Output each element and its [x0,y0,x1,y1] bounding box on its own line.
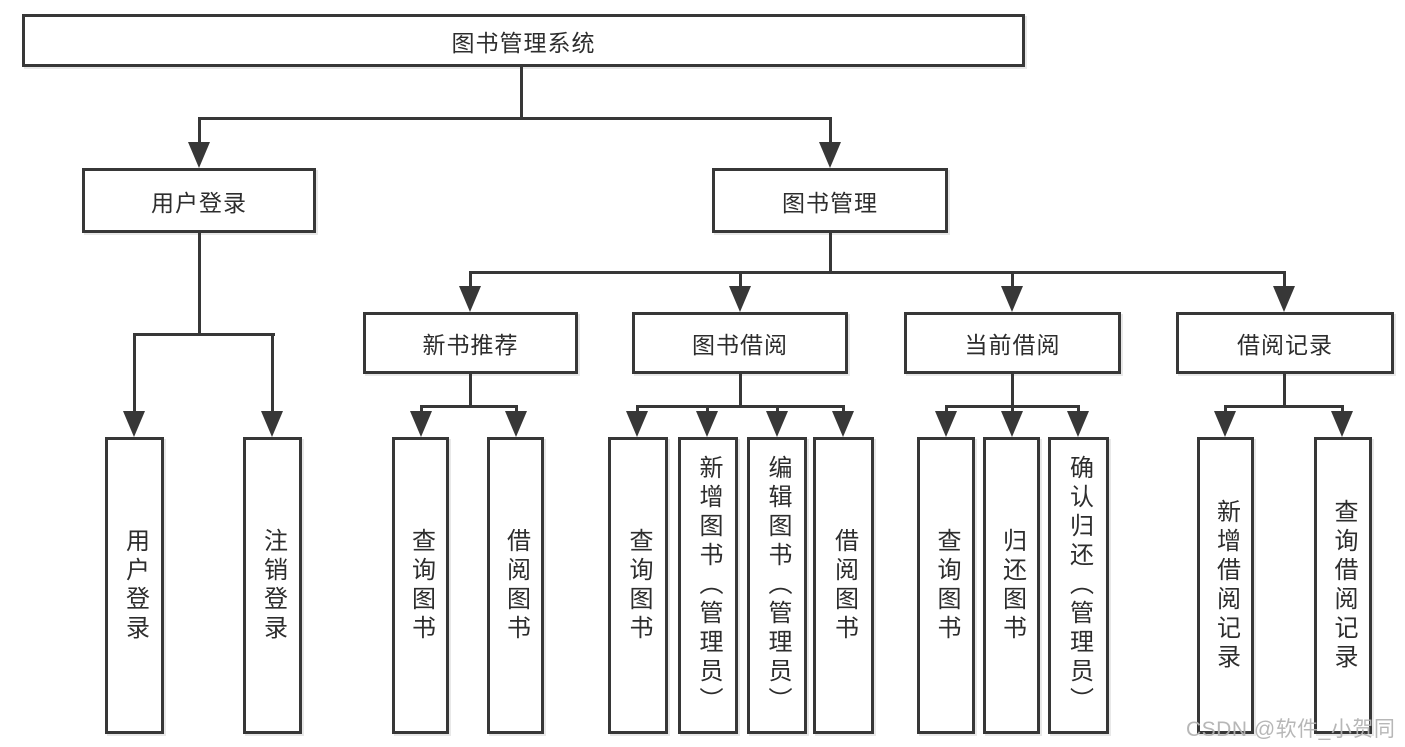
arrowhead-module-icon [729,286,751,312]
connector-modules-bus [469,271,1286,274]
arrowhead-leaf-icon [1331,411,1353,437]
connector-leaf-drop [133,333,136,413]
arrowhead-leaf-icon [505,411,527,437]
connector-leaf-drop [420,405,423,415]
node-root-label: 图书管理系统 [451,29,596,56]
connector-bookborrow-bus [636,405,845,408]
arrowhead-leaf-icon [1214,411,1236,437]
connector-leaf-drop [271,333,274,413]
connector-level1-bus [198,117,832,120]
leaf-current-return-label: 归还图书 [998,527,1026,644]
connector-module-drop [1283,271,1286,289]
node-module-new-book-label: 新书推荐 [422,332,519,358]
connector-leaf-drop [1077,405,1080,415]
leaf-current-query: 查询图书 [917,437,975,734]
arrowhead-leaf-icon [261,411,283,437]
connector-currentborrow-stem [1011,374,1014,408]
connector-module-drop [1011,271,1014,289]
leaf-borrow-edit-admin-label: 编辑图书（管理员） [764,455,791,716]
csdn-watermark: CSDN @软件_小贺同学 [1186,718,1396,741]
leaf-borrow-borrow-label: 借阅图书 [830,527,858,644]
connector-leaf-drop [515,405,518,415]
node-module-borrow-record-label: 借阅记录 [1237,332,1333,358]
arrowhead-book-mgmt-icon [819,142,841,168]
arrowhead-module-icon [1273,286,1295,312]
arrowhead-leaf-icon [766,411,788,437]
leaf-current-query-label: 查询图书 [933,527,960,644]
connector-leaf-drop [706,405,709,415]
node-root: 图书管理系统 [22,14,1025,67]
leaf-borrow-borrow: 借阅图书 [813,437,874,734]
connector-module-drop [469,271,472,289]
leaf-logout-label: 注销登录 [259,527,287,644]
leaf-borrow-add-admin-label: 新增图书（管理员） [695,455,722,716]
node-module-book-borrow: 图书借阅 [632,312,848,374]
connector-borrowrecord-stem [1283,374,1286,408]
leaf-borrow-add-admin: 新增图书（管理员） [678,437,738,734]
leaf-newbook-borrow: 借阅图书 [487,437,544,734]
leaf-newbook-query: 查询图书 [392,437,449,734]
leaf-borrow-edit-admin: 编辑图书（管理员） [747,437,807,734]
arrowhead-leaf-icon [1067,411,1089,437]
arrowhead-leaf-icon [123,411,145,437]
connector-leaf-drop [636,405,639,415]
connector-root-stem [520,66,523,118]
arrowhead-leaf-icon [832,411,854,437]
node-book-management-label: 图书管理 [782,189,878,216]
connector-book-mgmt-drop [829,117,832,145]
connector-leaf-drop [1341,405,1344,415]
leaf-logout: 注销登录 [243,437,302,734]
connector-leaf-drop [1224,405,1227,415]
arrowhead-leaf-icon [410,411,432,437]
leaf-newbook-borrow-label: 借阅图书 [502,527,530,644]
connector-leaf-drop [945,405,948,415]
connector-user-login-bus [133,333,275,336]
leaf-record-query-label: 查询借阅记录 [1330,498,1357,673]
arrowhead-leaf-icon [1001,411,1023,437]
node-module-book-borrow-label: 图书借阅 [692,332,788,358]
leaf-current-return: 归还图书 [983,437,1040,734]
connector-book-mgmt-stem [829,232,832,274]
node-module-current-borrow-label: 当前借阅 [964,332,1061,358]
leaf-current-confirm-admin: 确认归还（管理员） [1048,437,1109,734]
connector-user-login-stem [198,232,201,336]
arrowhead-user-login-icon [188,142,210,168]
arrowhead-leaf-icon [935,411,957,437]
leaf-record-add: 新增借阅记录 [1197,437,1254,734]
leaf-record-query: 查询借阅记录 [1314,437,1372,734]
connector-newbook-stem [469,374,472,408]
node-book-management: 图书管理 [712,168,948,233]
leaf-record-add-label: 新增借阅记录 [1212,498,1240,673]
node-user-login: 用户登录 [82,168,316,233]
arrowhead-module-icon [1001,286,1023,312]
arrowhead-module-icon [459,286,481,312]
leaf-current-confirm-admin-label: 确认归还（管理员） [1065,455,1093,716]
node-user-login-label: 用户登录 [151,189,247,216]
connector-user-login-drop [198,117,201,145]
leaf-user-login: 用户登录 [105,437,164,734]
connector-leaf-drop [842,405,845,415]
connector-newbook-bus [420,405,518,408]
node-module-borrow-record: 借阅记录 [1176,312,1394,374]
leaf-borrow-query-label: 查询图书 [625,527,652,644]
node-module-new-book: 新书推荐 [363,312,578,374]
leaf-newbook-query-label: 查询图书 [407,527,435,644]
arrowhead-leaf-icon [626,411,648,437]
leaf-borrow-query: 查询图书 [608,437,668,734]
connector-borrowrecord-bus [1224,405,1344,408]
arrowhead-leaf-icon [696,411,718,437]
connector-bookborrow-stem [739,374,742,408]
node-module-current-borrow: 当前借阅 [904,312,1121,374]
connector-leaf-drop [776,405,779,415]
connector-module-drop [739,271,742,289]
connector-leaf-drop [1011,405,1014,415]
leaf-user-login-label: 用户登录 [121,527,149,644]
